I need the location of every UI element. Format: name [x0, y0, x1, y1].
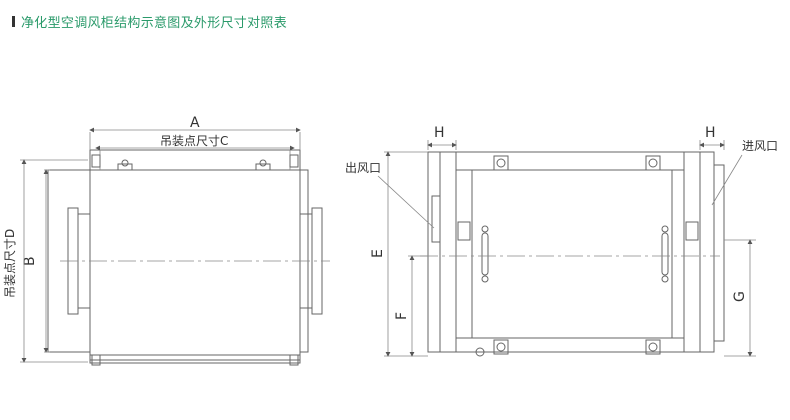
left-top-frame: [89, 149, 301, 171]
dim-label-h-right: H: [705, 125, 716, 141]
dim-label-f: F: [394, 312, 410, 320]
page-title: 净化型空调风柜结构示意图及外形尺寸对照表: [21, 16, 288, 31]
dim-label-h-left: H: [434, 125, 445, 141]
dim-label-c: 吊装点尺寸C: [160, 134, 228, 148]
left-hanging-lug-2: [255, 159, 271, 171]
left-bottom-frame: [89, 354, 301, 364]
left-cabinet-body: [89, 169, 301, 361]
right-view: H H 出风口 进风口 E F G: [345, 125, 778, 357]
dim-label-a: A: [190, 115, 200, 131]
inlet-label: 进风口: [742, 139, 778, 153]
right-top-lug-2: [645, 155, 661, 171]
inlet-flange-plate: [699, 151, 715, 353]
dim-label-b: B: [22, 256, 38, 266]
door-handle-left: [481, 225, 489, 283]
hinge-right: [685, 221, 699, 241]
right-top-lug-1: [493, 155, 509, 171]
outlet-label: 出风口: [345, 161, 381, 175]
hinge-left: [457, 221, 471, 241]
dim-label-e: E: [370, 249, 386, 258]
left-view: A 吊装点尺寸C B 吊装点尺寸D: [3, 115, 330, 366]
dim-label-g: G: [732, 291, 748, 302]
right-bottom-lug-2: [645, 339, 661, 355]
outlet-flange-plate: [427, 151, 441, 353]
right-inner-panel: [471, 169, 673, 339]
title-bar: 净化型空调风柜结构示意图及外形尺寸对照表: [12, 12, 287, 31]
title-marker: [12, 16, 15, 27]
right-bottom-lug-1: [493, 339, 509, 355]
door-handle-right: [661, 225, 669, 283]
dim-label-d: 吊装点尺寸D: [3, 229, 17, 298]
left-hanging-lug-1: [117, 159, 133, 171]
